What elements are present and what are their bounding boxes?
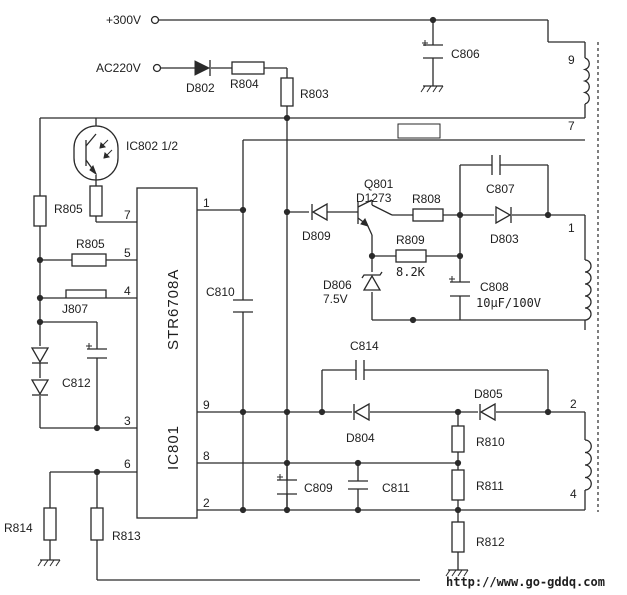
label-d803: D803 <box>490 232 519 246</box>
capacitor-c810: C810 <box>206 285 253 313</box>
diode-pair-left <box>30 347 50 396</box>
label-c814: C814 <box>350 339 379 353</box>
diode-d802: D802 <box>186 60 215 95</box>
resistor-r809: R809 8.2K <box>395 233 427 279</box>
ic-pin-5: 5 <box>124 246 131 260</box>
resistor-r803: R803 <box>280 77 329 107</box>
resistor-r811: R811 <box>451 469 504 501</box>
label-d802: D802 <box>186 81 215 95</box>
label-r811: R811 <box>476 479 504 493</box>
label-r803: R803 <box>300 87 329 101</box>
label-r810: R810 <box>476 435 505 449</box>
label-q801-part: D1273 <box>356 191 392 205</box>
capacitor-c811: C811 <box>348 480 410 495</box>
ground-symbols <box>37 85 469 577</box>
value-r809: 8.2K <box>396 265 426 279</box>
diode-d806-zener: D806 7.5V <box>323 271 383 306</box>
label-c811: C811 <box>382 481 410 495</box>
diode-d805: D805 <box>474 387 503 422</box>
resistor-r804: R804 <box>230 61 265 91</box>
diode-d809: D809 <box>302 202 331 243</box>
ic-pin-8: 8 <box>203 449 210 463</box>
label-d806: D806 <box>323 278 352 292</box>
resistor-r810: R810 <box>451 425 505 453</box>
watermark-url: http://www.go-gddq.com <box>446 575 605 589</box>
diode-d804: D804 <box>346 402 375 445</box>
ic801-pin-labels: 1 7 5 4 3 9 8 6 2 <box>124 196 210 510</box>
terminal-300v <box>150 15 160 25</box>
transformer: 9 7 1 2 4 <box>397 42 599 512</box>
ic801-chip: STR6708A IC801 <box>136 187 198 519</box>
diode-d803: D803 <box>490 205 519 246</box>
ic-pin-1: 1 <box>203 196 210 210</box>
transformer-pin-1: 1 <box>568 221 575 235</box>
label-r809: R809 <box>396 233 425 247</box>
label-r808: R808 <box>412 192 441 206</box>
label-j807: J807 <box>62 302 88 316</box>
ic801-part-number: STR6708A <box>165 269 182 350</box>
label-r812: R812 <box>476 535 505 549</box>
label-r814: R814 <box>4 521 33 535</box>
label-ic802: IC802 1/2 <box>126 139 178 153</box>
label-d804: D804 <box>346 431 375 445</box>
transformer-pin-2: 2 <box>570 397 577 411</box>
label-c807: C807 <box>486 182 515 196</box>
capacitor-c808: C808 10μF/100V <box>449 276 541 310</box>
label-d809: D809 <box>302 229 331 243</box>
ic-pin-2: 2 <box>203 496 210 510</box>
capacitor-c806: C806 <box>422 40 480 61</box>
label-r805-lower: R805 <box>76 237 105 251</box>
value-c808: 10μF/100V <box>476 296 541 310</box>
resistor-r814: R814 <box>4 507 57 541</box>
value-d806: 7.5V <box>323 292 348 306</box>
ic-pin-3: 3 <box>124 414 131 428</box>
resistor-r813: R813 <box>90 507 141 543</box>
resistor-r805-lower: R805 <box>71 237 107 267</box>
ic801-ref: IC801 <box>165 425 182 470</box>
jumper-j807: J807 <box>62 289 107 316</box>
capacitor-c812: C812 <box>62 343 107 390</box>
label-300v: +300V <box>106 13 141 27</box>
wiring <box>39 19 586 581</box>
optocoupler-ic802: IC802 1/2 <box>73 118 178 181</box>
capacitor-c809: C809 <box>277 474 333 495</box>
ic-pin-4: 4 <box>124 284 131 298</box>
transformer-pin-9: 9 <box>568 53 575 67</box>
label-c808: C808 <box>480 280 509 294</box>
label-c806: C806 <box>451 47 480 61</box>
label-c812: C812 <box>62 376 91 390</box>
label-c809: C809 <box>304 481 333 495</box>
label-c810: C810 <box>206 285 235 299</box>
label-ac220v: AC220V <box>96 61 141 75</box>
label-r804: R804 <box>230 77 259 91</box>
ic-pin-6: 6 <box>124 457 131 471</box>
label-r805-upper: R805 <box>54 202 83 216</box>
transformer-pin-7: 7 <box>568 119 575 133</box>
transistor-q801: Q801 D1273 <box>356 177 394 227</box>
ic-pin-9: 9 <box>203 398 210 412</box>
ic-pin-7: 7 <box>124 208 131 222</box>
terminal-ac220v <box>152 63 162 73</box>
label-r813: R813 <box>112 529 141 543</box>
capacitor-c814: C814 <box>350 339 379 380</box>
transformer-pin-4: 4 <box>570 487 577 501</box>
resistor-r805-upper: R805 <box>33 185 103 227</box>
label-d805: D805 <box>474 387 503 401</box>
capacitor-c807: C807 <box>486 155 515 196</box>
junction-dots <box>36 16 552 514</box>
resistor-r812: R812 <box>451 521 505 553</box>
label-q801: Q801 <box>364 177 394 191</box>
resistor-r808: R808 <box>412 192 444 222</box>
